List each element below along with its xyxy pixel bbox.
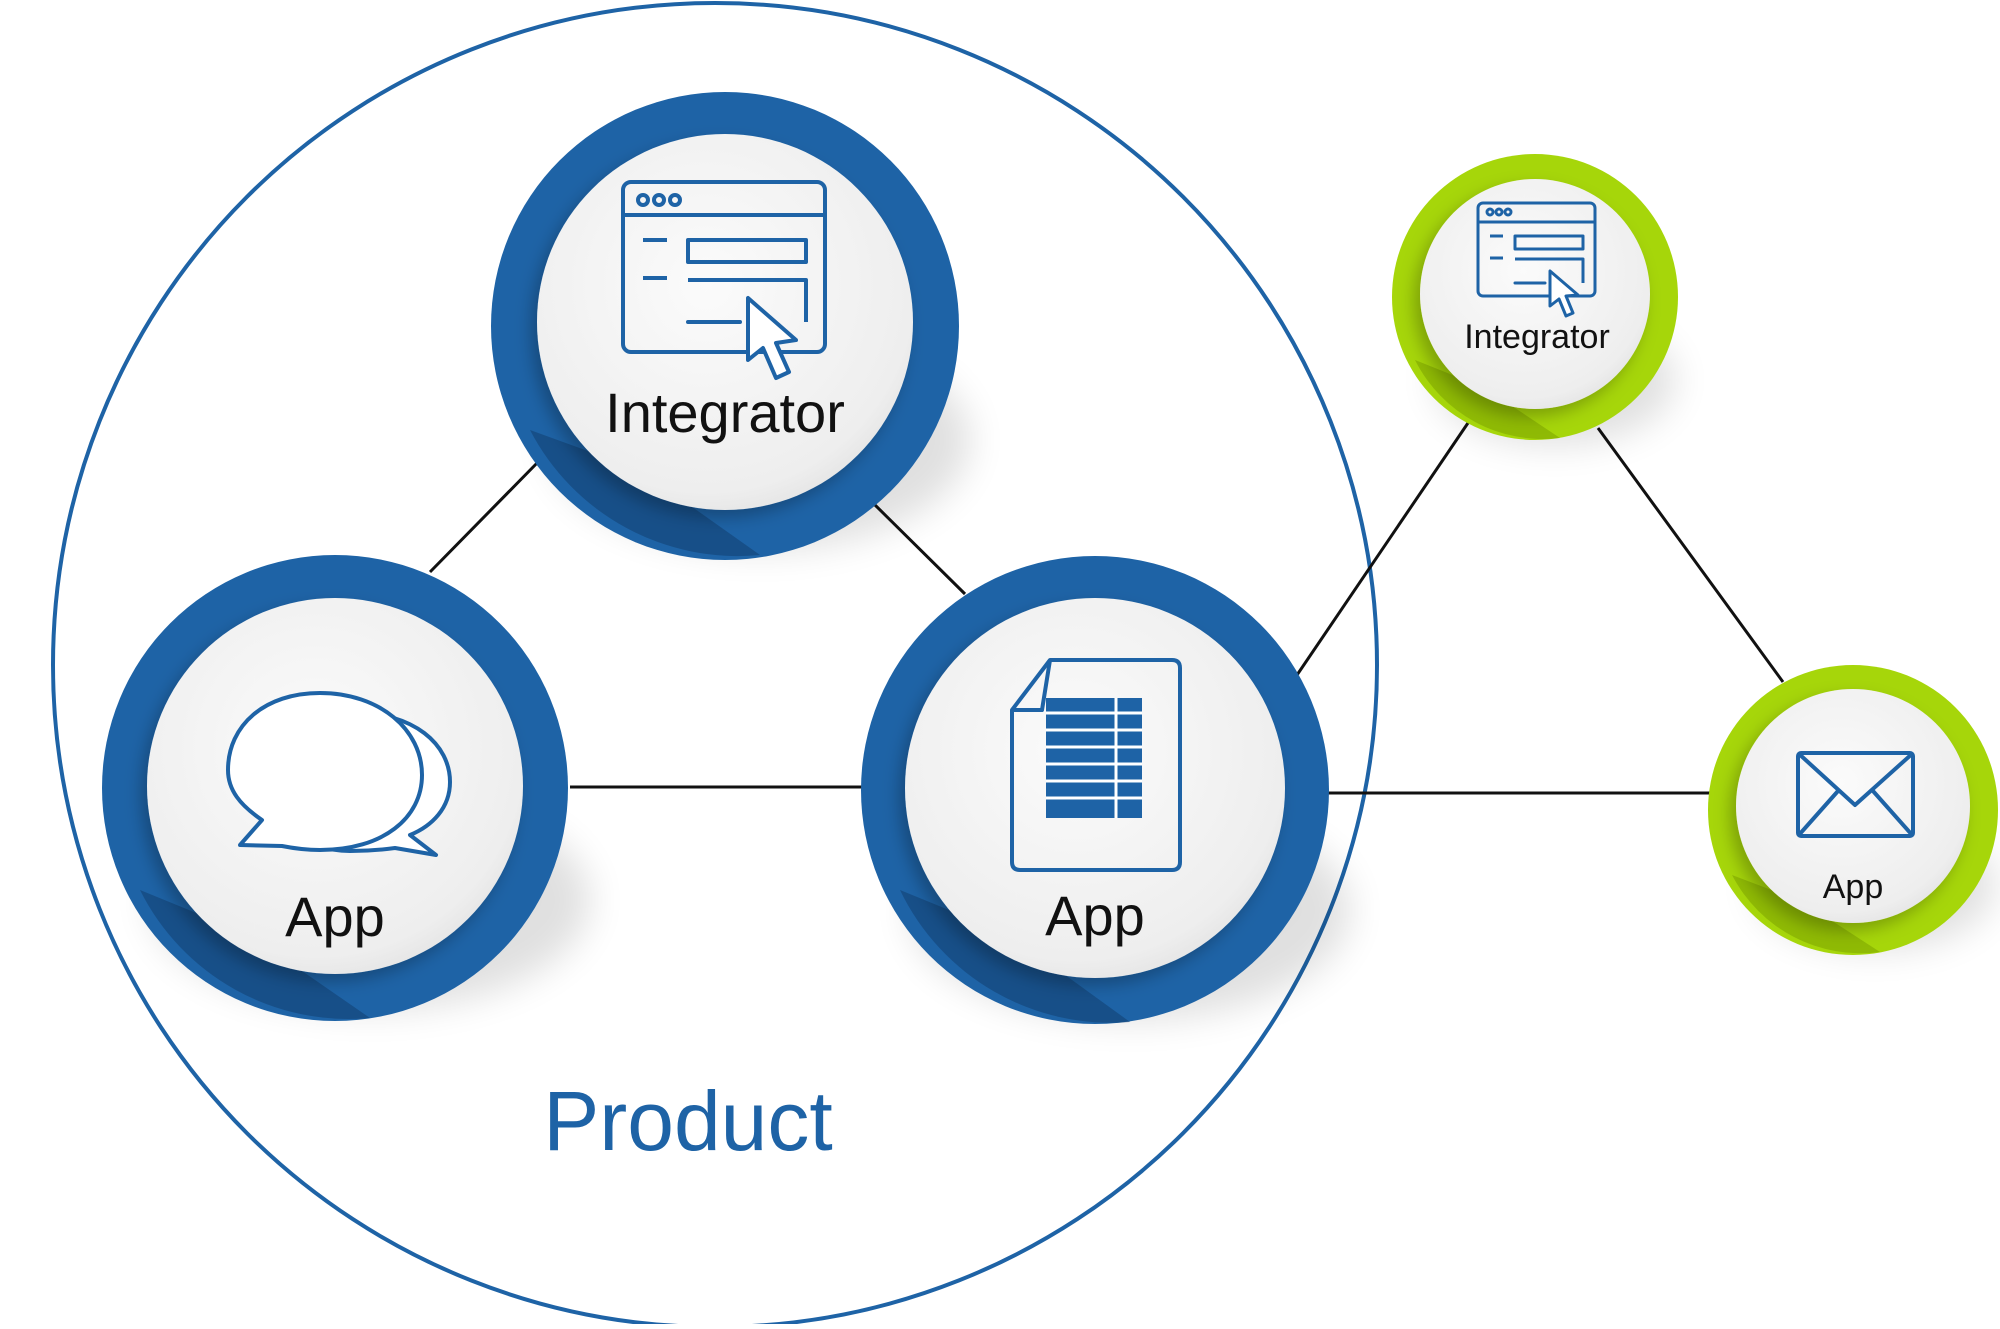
connector-sheet-app-to-ext-integrator <box>1295 419 1472 676</box>
node-integrator-main: Integrator <box>491 92 970 560</box>
chat-bubbles-icon <box>226 691 452 857</box>
node-app-mail: App <box>1708 665 1998 955</box>
connector-integrator-to-chat-app <box>428 458 542 574</box>
app-chat-label: App <box>285 885 385 948</box>
browser-cursor-icon <box>621 180 827 380</box>
envelope-icon <box>1796 751 1915 838</box>
integrator-external-label: Integrator <box>1464 318 1610 356</box>
app-spreadsheet-label: App <box>1045 884 1145 947</box>
connector-lines <box>428 419 1785 795</box>
connector-ext-integrator-to-mail-app <box>1596 427 1785 683</box>
browser-cursor-icon <box>1476 201 1597 318</box>
integrator-main-label: Integrator <box>605 381 845 444</box>
spreadsheet-document-icon <box>1010 658 1182 872</box>
node-integrator-external: Integrator <box>1392 154 1678 445</box>
node-app-chat: App <box>102 555 590 1021</box>
app-mail-label: App <box>1823 868 1884 906</box>
product-label: Product <box>543 1074 833 1168</box>
node-app-spreadsheet: App <box>861 556 1350 1024</box>
